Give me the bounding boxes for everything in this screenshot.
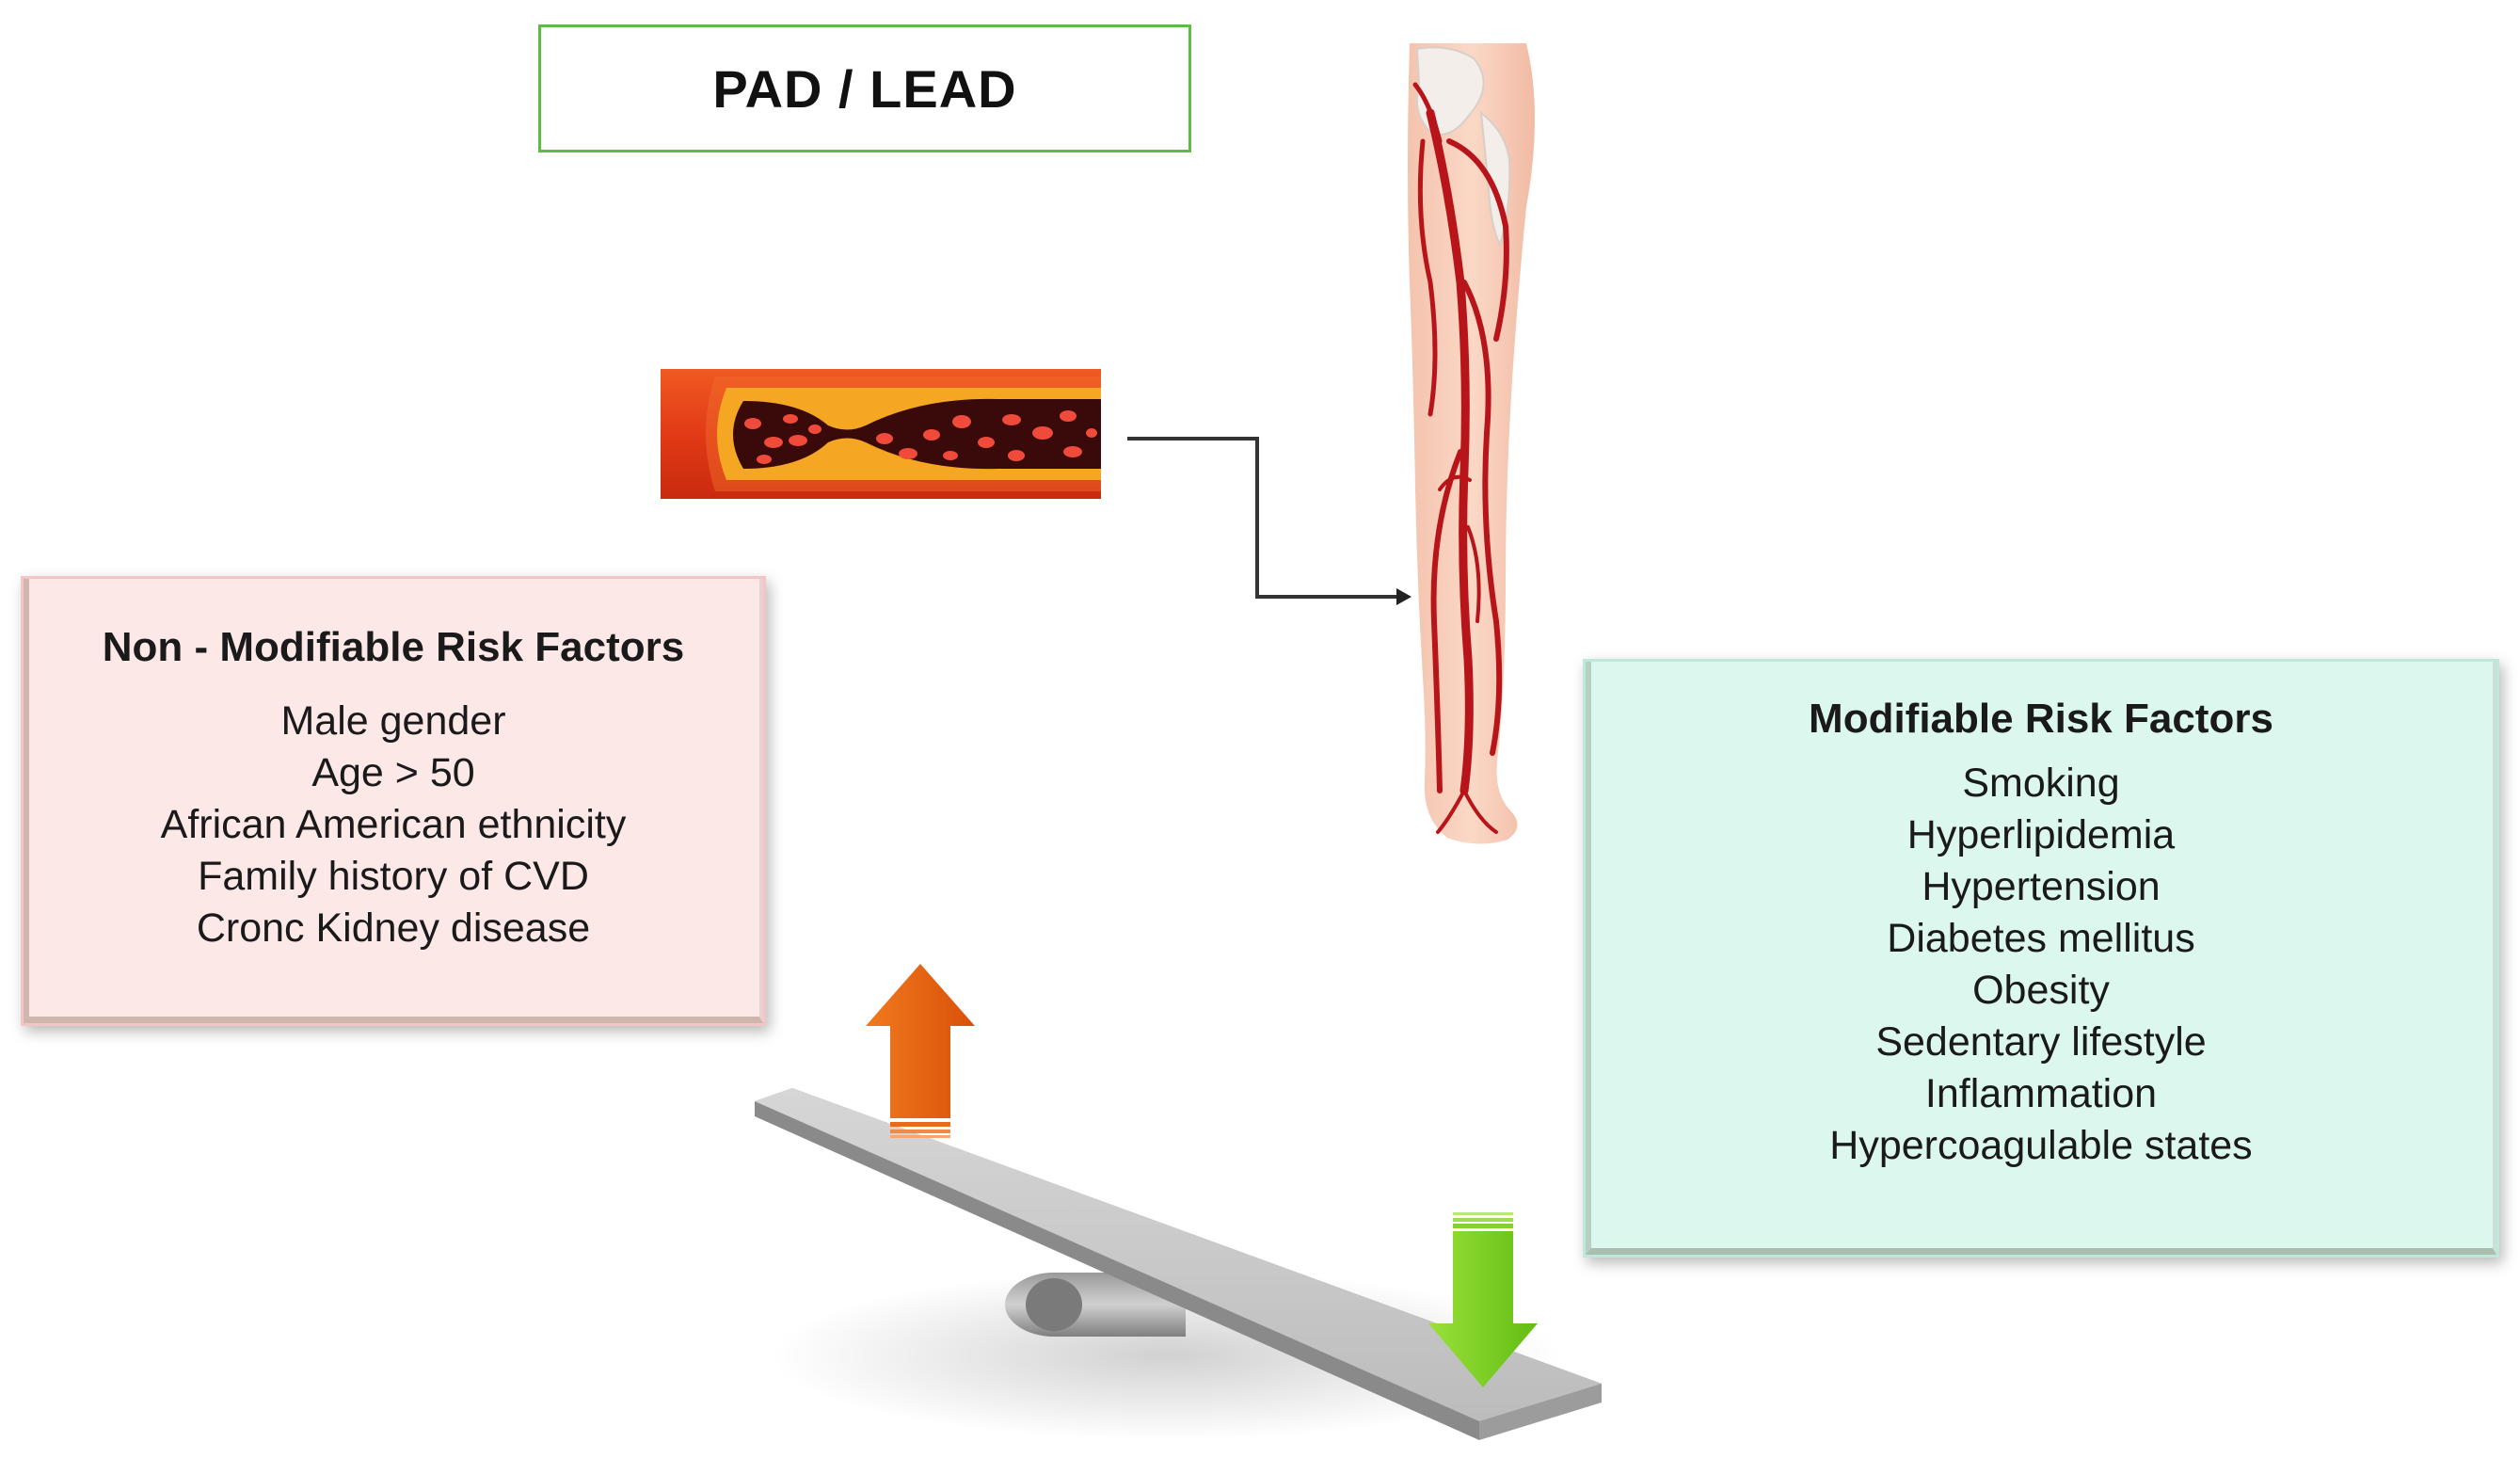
up-arrow-icon — [866, 964, 975, 1138]
list-item: Male gender — [280, 698, 506, 744]
leg-arteries-icon — [1408, 43, 1535, 844]
non-modifiable-heading: Non - Modifiable Risk Factors — [102, 624, 685, 670]
list-item: Hyperlipidemia — [1906, 812, 2176, 857]
diagram-title: PAD / LEAD — [712, 58, 1017, 119]
list-item: Diabetes mellitus — [1887, 916, 2195, 961]
modifiable-heading: Modifiable Risk Factors — [1809, 696, 2273, 742]
non-modifiable-list: Male gender Age > 50 African American et… — [24, 696, 763, 954]
title-box: PAD / LEAD — [538, 24, 1191, 152]
list-item: Obesity — [1972, 968, 2110, 1013]
modifiable-list: Smoking Hyperlipidemia Hypertension Diab… — [1586, 758, 2496, 1172]
list-item: Inflammation — [1924, 1071, 2158, 1116]
narrowed-artery-icon — [661, 369, 1101, 499]
list-item: Family history of CVD — [198, 854, 589, 899]
list-item: Age > 50 — [311, 750, 475, 795]
list-item: Sedentary lifestyle — [1875, 1019, 2207, 1065]
list-item: Cronc Kidney disease — [196, 905, 591, 951]
list-item: Hypertension — [1922, 864, 2161, 909]
list-item: Hypercoagulable states — [1829, 1123, 2253, 1168]
connector-arrow — [1127, 437, 1412, 605]
non-modifiable-risk-box: Non - Modifiable Risk Factors Male gende… — [21, 576, 766, 1026]
seesaw-icon — [755, 1088, 1602, 1440]
down-arrow-icon — [1428, 1212, 1538, 1387]
modifiable-risk-box: Modifiable Risk Factors Smoking Hyperlip… — [1583, 659, 2499, 1258]
list-item: Smoking — [1962, 761, 2120, 806]
list-item: African American ethnicity — [160, 802, 627, 847]
